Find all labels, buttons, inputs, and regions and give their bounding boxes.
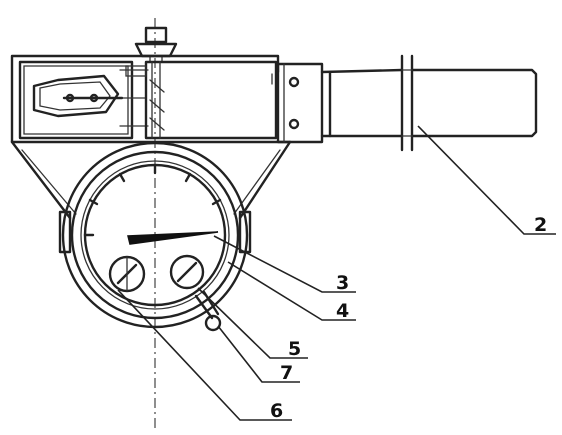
leader-3 [213,235,356,293]
left-subdial [108,255,146,293]
lever-mechanism [32,69,149,127]
dial-pointer [127,231,219,245]
handle-rod [320,54,538,152]
leader-lines [117,125,556,421]
callout-label: 7 [280,362,293,384]
leader-5 [197,287,308,359]
leader-2 [417,125,556,235]
callout-labels: 2 3 4 5 7 6 [270,214,547,422]
leader-7 [217,325,300,383]
dial-indicator [80,160,230,310]
flange [276,62,324,144]
leader-4 [227,261,356,321]
right-subdial [169,254,205,290]
callout-label: 6 [270,400,283,422]
callout-label: 3 [336,272,349,294]
callout-label: 5 [288,338,301,360]
callout-label: 2 [534,214,547,236]
clamp-ring [58,141,252,329]
leader-6 [117,289,292,421]
spindle-block [125,60,278,140]
callout-label: 4 [336,300,349,322]
